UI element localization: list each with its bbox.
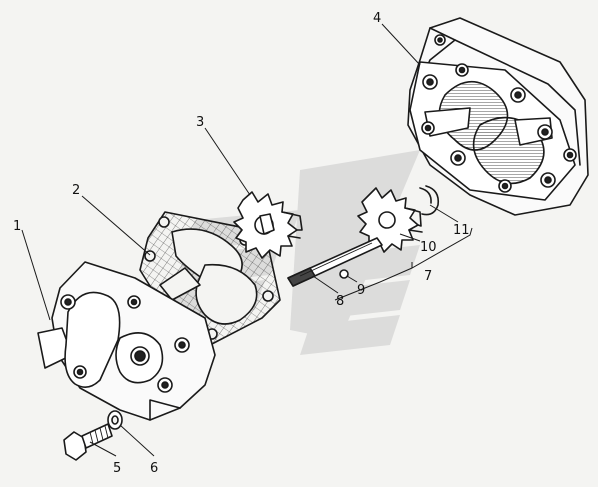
leader-lines (21, 23, 473, 457)
callout-5: 5 (113, 461, 121, 476)
driven-gear (357, 187, 423, 253)
callout-labels: 1 2 3 4 5 6 7 8 9 10 11 (13, 11, 470, 476)
leader-3 (204, 127, 251, 196)
shaft (287, 237, 383, 287)
drive-gear (233, 191, 303, 259)
leader-6 (119, 424, 155, 457)
washer (107, 410, 123, 430)
leader-5 (89, 441, 117, 457)
bolt (63, 423, 113, 461)
gasket (139, 211, 281, 346)
leader-9 (346, 275, 358, 283)
callout-9: 9 (357, 283, 365, 298)
callout-4: 4 (373, 11, 381, 26)
callout-3: 3 (196, 115, 204, 130)
callout-2: 2 (72, 183, 80, 198)
callout-8: 8 (336, 294, 344, 309)
callout-1: 1 (13, 219, 21, 234)
leader-10 (399, 233, 421, 242)
callout-7: 7 (424, 269, 432, 284)
leader-11 (429, 204, 459, 223)
pump-cover (37, 261, 216, 421)
leader-8 (312, 275, 339, 294)
leader-4 (381, 23, 421, 66)
pump-housing (407, 17, 589, 216)
snap-ring (419, 185, 440, 216)
callout-10: 10 (420, 240, 437, 255)
callout-11: 11 (453, 223, 470, 238)
ball (339, 269, 349, 279)
leader-1 (21, 229, 51, 321)
leader-2 (81, 195, 151, 256)
callout-6: 6 (150, 461, 158, 476)
